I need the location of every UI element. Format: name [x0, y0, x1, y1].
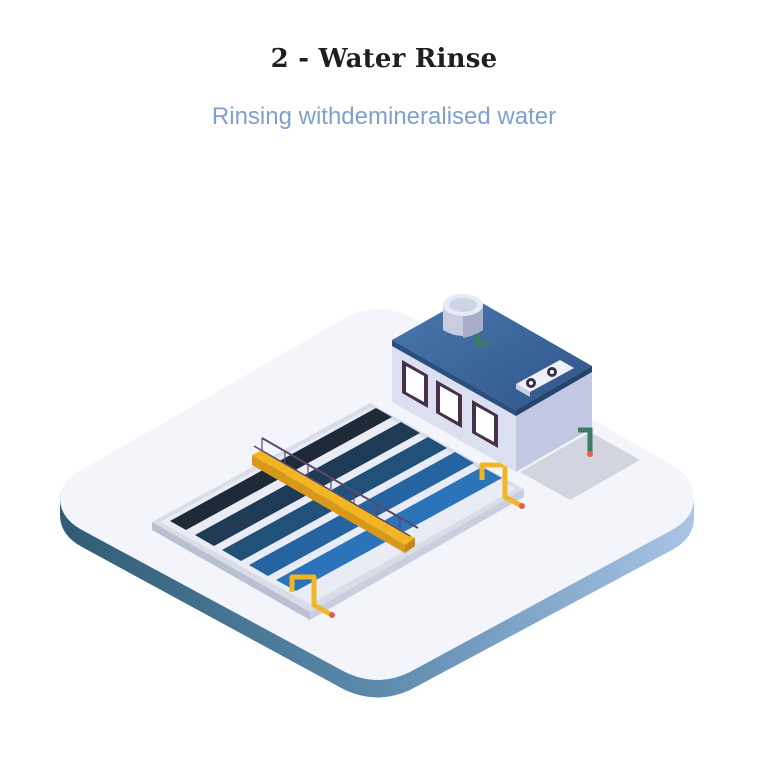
- step-subtitle: Rinsing withdemineralised water: [211, 103, 557, 130]
- building-shadow: [520, 432, 640, 500]
- control-building-icon: [392, 296, 593, 472]
- fan-vent-icon: [516, 360, 574, 397]
- building-windows: [402, 360, 498, 448]
- walkway-bridge-icon: [252, 437, 419, 553]
- step-title: 2 - Water Rinse: [270, 44, 498, 74]
- water-tower-icon: [443, 294, 483, 338]
